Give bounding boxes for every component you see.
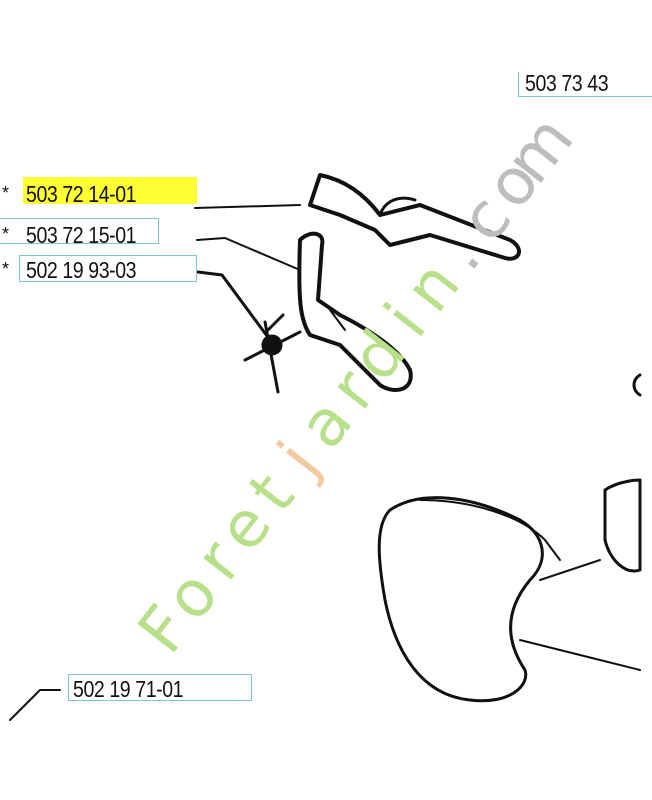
highlight-selected-part [23, 177, 197, 204]
leader-line-2 [196, 237, 301, 271]
asterisk: * [2, 224, 10, 244]
part-label-502-19-93-03[interactable]: 502 19 93-03 [26, 257, 137, 283]
part-lever [308, 173, 521, 261]
leader-line-3 [196, 270, 272, 342]
part-label-503-72-14-01[interactable]: 503 72 14-01 [26, 181, 137, 207]
label-box-2 [0, 218, 159, 244]
asterisk: * [2, 259, 10, 279]
part-label-502-19-71-01[interactable]: 502 19 71-01 [73, 676, 184, 702]
leader-line-1 [194, 204, 301, 209]
label-box-top-right [518, 72, 652, 97]
part-label-503-72-15-01[interactable]: 503 72 15-01 [26, 222, 137, 248]
label-box-bottom [68, 674, 252, 701]
part-label-top-right[interactable]: 503 73 43 [525, 70, 609, 96]
part-housing [377, 496, 544, 703]
leader-line-bottom [9, 689, 61, 721]
label-box-3 [19, 255, 197, 282]
asterisk: * [2, 183, 10, 203]
part-handle [297, 231, 413, 392]
